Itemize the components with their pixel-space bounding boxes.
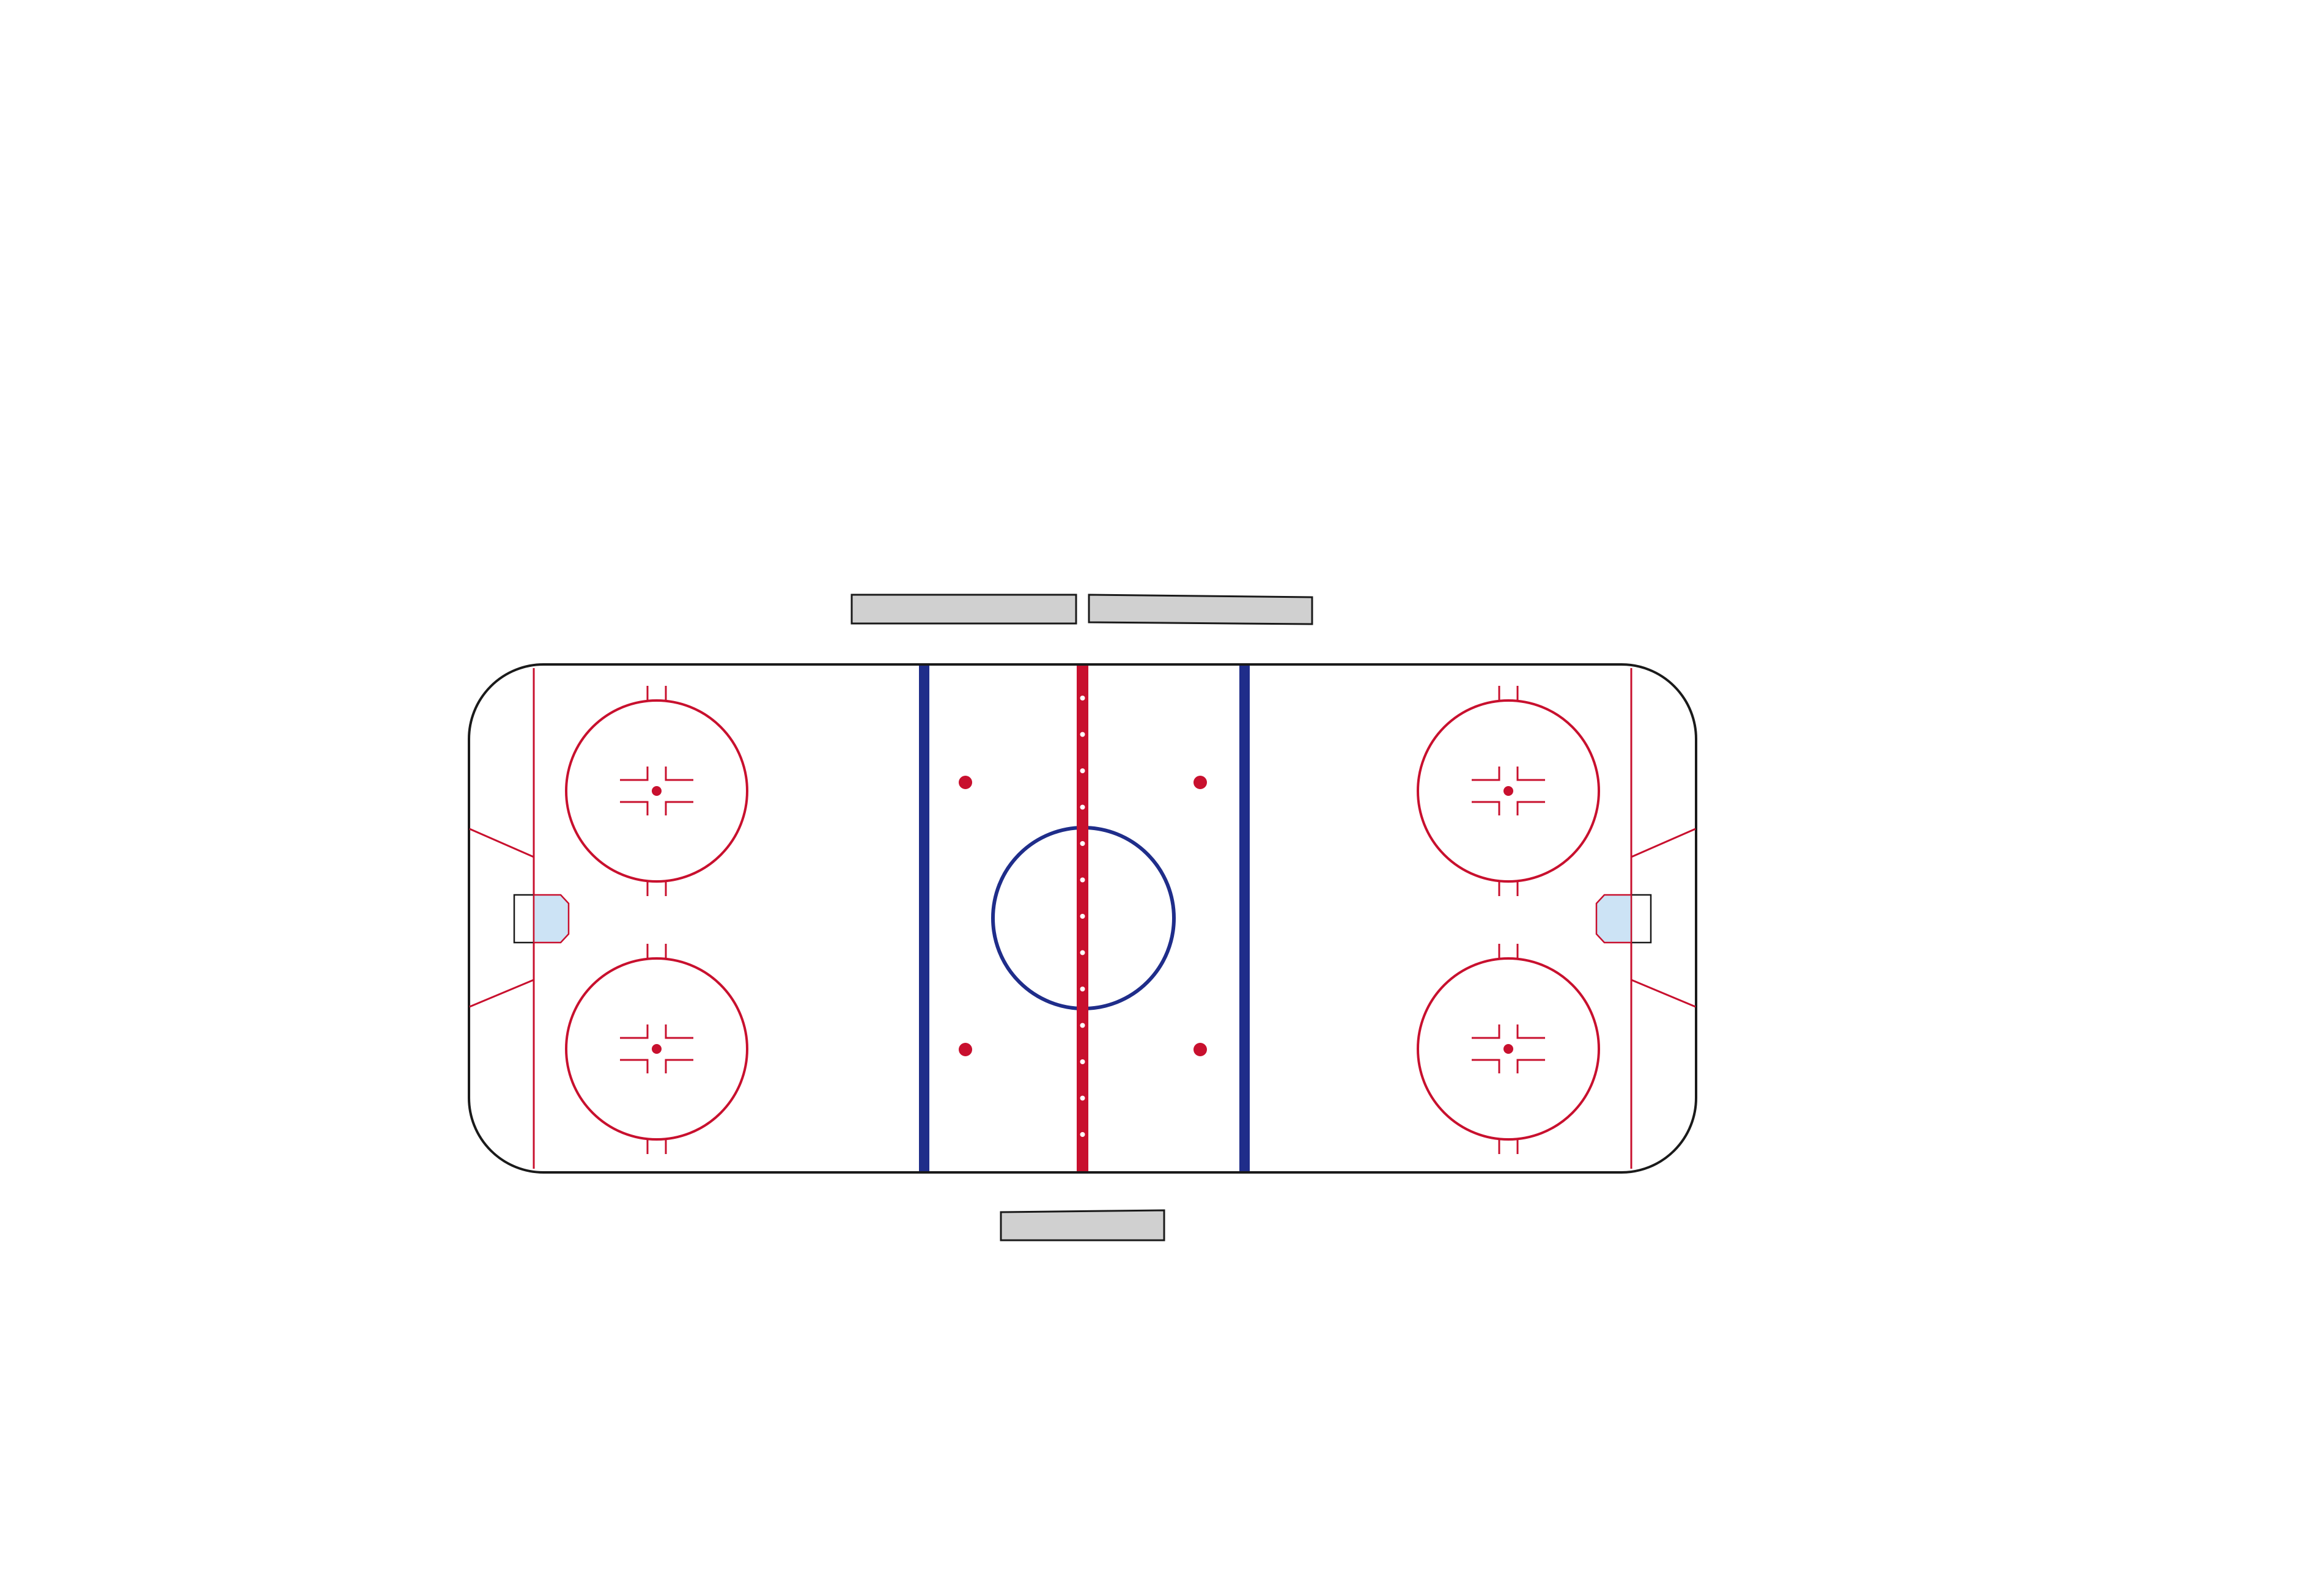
l-marking — [1516, 801, 1545, 815]
center-line-mark — [1080, 841, 1085, 846]
faceoff-circle-ring — [565, 699, 748, 883]
neutral-dot-left-lower — [959, 1043, 972, 1056]
visitor-bench — [1088, 594, 1313, 625]
neutral-dot-right-lower — [1193, 1043, 1207, 1056]
center-line-mark — [1080, 877, 1085, 883]
faceoff-dot — [652, 786, 662, 796]
faceoff-circle-left-upper — [565, 686, 748, 896]
center-line-mark — [1080, 768, 1085, 773]
center-line-mark — [1080, 804, 1085, 810]
l-marking — [665, 1024, 693, 1039]
right-trapezoid-top — [1631, 828, 1696, 858]
l-marking — [620, 1024, 649, 1039]
l-marking — [1472, 1059, 1500, 1073]
right-trapezoid-bottom — [1631, 979, 1696, 1008]
center-line-mark — [1080, 732, 1085, 737]
l-marking — [665, 801, 693, 815]
faceoff-circle-ring — [1417, 957, 1600, 1141]
center-line-mark — [1080, 987, 1085, 991]
faceoff-circle-left-lower — [565, 944, 748, 1154]
center-line-mark — [1080, 696, 1085, 701]
l-marking — [665, 1059, 693, 1073]
faceoff-circle-right-upper — [1417, 686, 1600, 896]
l-marking — [1472, 1024, 1500, 1039]
faceoff-circle-right-lower — [1417, 944, 1600, 1154]
center-line-markings — [1080, 696, 1085, 1137]
penalty-box — [1000, 1209, 1165, 1241]
home-bench — [850, 594, 1077, 625]
l-marking — [1516, 1059, 1545, 1073]
right-goal-crease — [1595, 894, 1632, 944]
l-marking — [1516, 767, 1545, 781]
left-trapezoid-top — [469, 828, 534, 858]
neutral-dot-right-upper — [1193, 776, 1207, 789]
left-goal-net — [513, 894, 535, 944]
l-marking — [620, 801, 649, 815]
center-line-mark — [1080, 914, 1085, 919]
faceoff-dot — [1503, 786, 1513, 796]
center-line-mark — [1080, 950, 1085, 955]
center-line-mark — [1080, 1095, 1085, 1101]
right-goal-net — [1630, 894, 1652, 944]
l-marking — [620, 1059, 649, 1073]
l-marking — [1472, 801, 1500, 815]
end-zone-faceoff-circles — [565, 686, 1600, 1154]
neutral-dot-left-upper — [959, 776, 972, 789]
left-blue-line — [919, 666, 929, 1171]
faceoff-dot — [652, 1044, 662, 1054]
l-marking — [665, 767, 693, 781]
l-marking — [1516, 1024, 1545, 1039]
l-marking — [1472, 767, 1500, 781]
center-line-mark — [1080, 1023, 1085, 1028]
l-marking — [620, 767, 649, 781]
left-goal-crease — [533, 894, 570, 944]
left-trapezoid-bottom — [469, 979, 534, 1008]
faceoff-dot — [1503, 1044, 1513, 1054]
faceoff-circle-ring — [565, 957, 748, 1141]
right-blue-line — [1239, 666, 1250, 1171]
center-line-mark — [1080, 1059, 1085, 1064]
center-line-mark — [1080, 1132, 1085, 1137]
faceoff-circle-ring — [1417, 699, 1600, 883]
